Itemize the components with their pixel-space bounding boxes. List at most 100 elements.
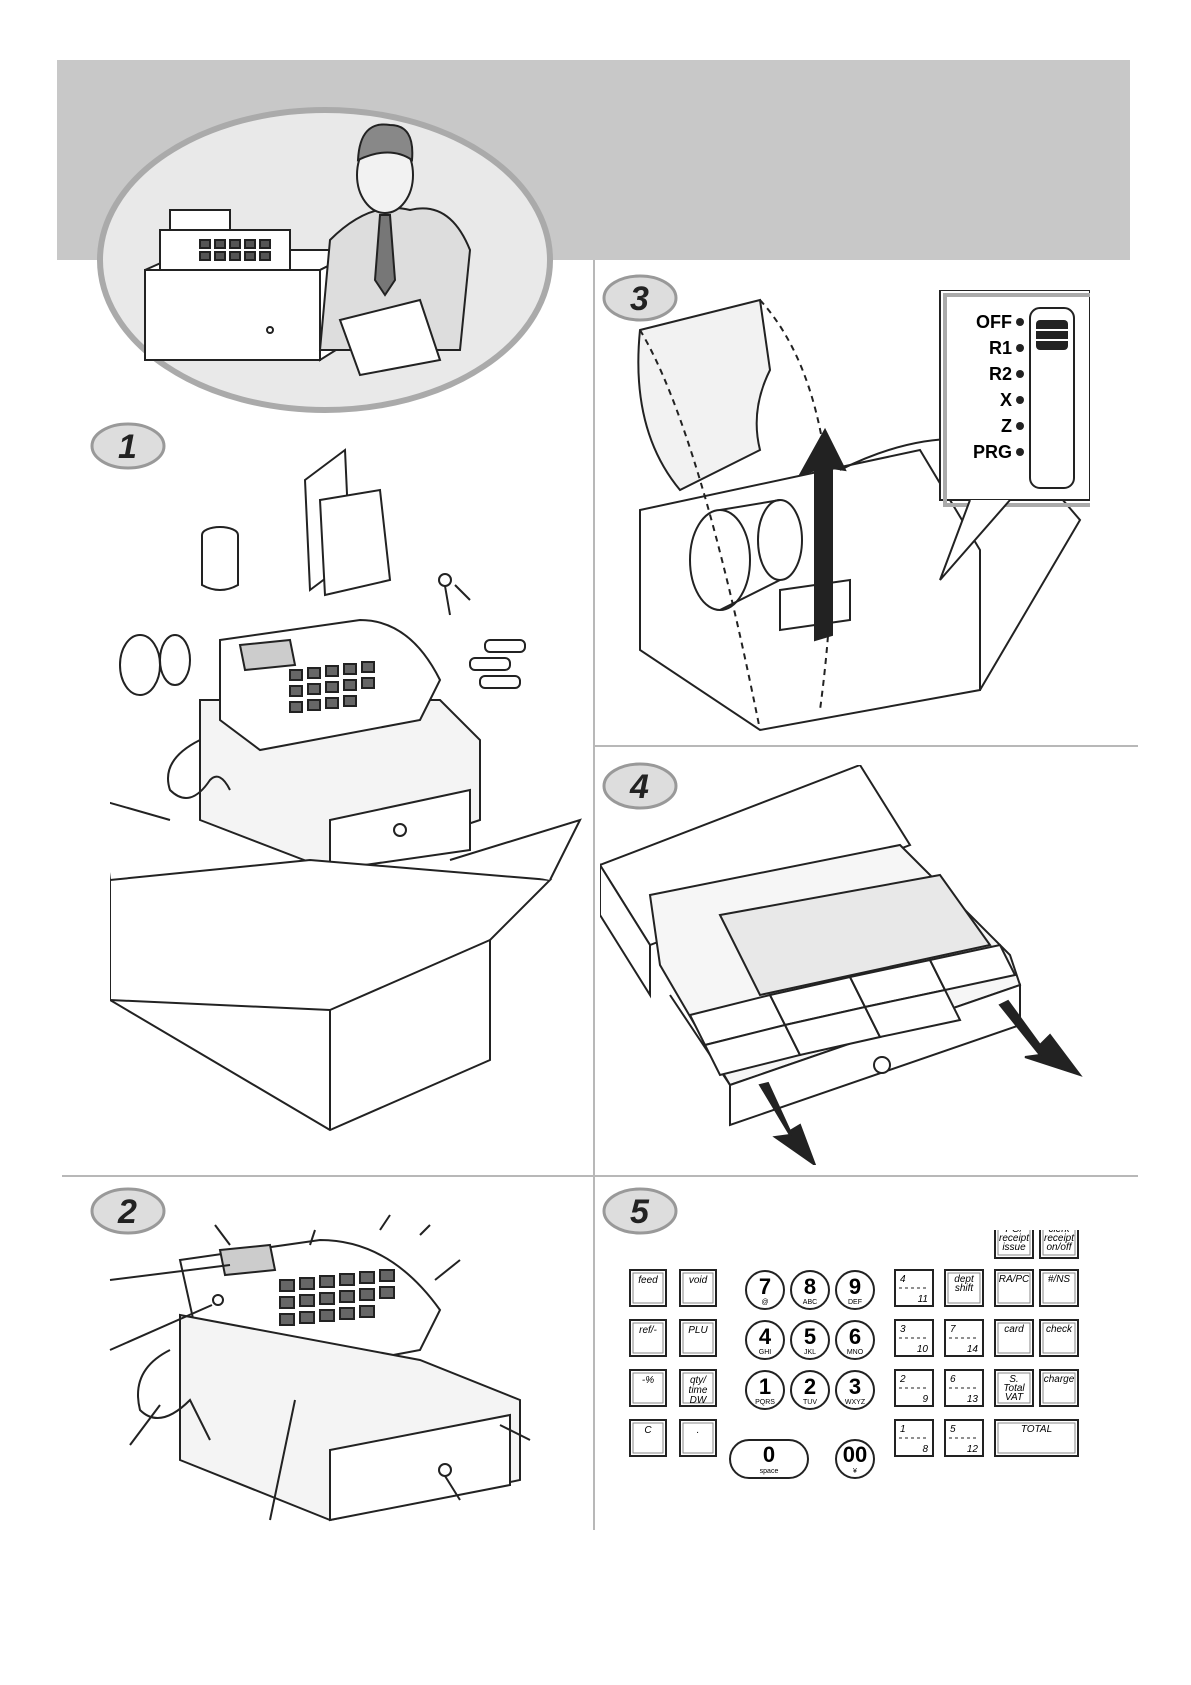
mode-selector-knob [1036,320,1068,350]
digit-label: 1 [759,1374,771,1399]
mode-dot [1016,396,1024,404]
letters-label: DEF [848,1299,862,1306]
dept-key-1[interactable]: 18 [895,1420,933,1456]
fkey-label: VAT [1005,1392,1024,1403]
cash-drawer-illustration [600,765,1100,1165]
mode-dot [1016,422,1024,430]
key-label: -% [642,1375,654,1386]
key-label: void [689,1275,708,1286]
dept-bottom-label: 13 [967,1394,979,1405]
dept-key-3[interactable]: 3 10 [895,1320,933,1356]
digit-label: 9 [849,1274,861,1299]
letters-label: PQRS [755,1399,775,1406]
key-label: C [644,1425,652,1436]
horizontal-divider-top [593,745,1138,747]
key-label: PLU [688,1325,708,1336]
key-7[interactable]: C [630,1420,666,1456]
clerk-key[interactable]: clerkreceipton/off [1040,1230,1078,1258]
dept-top-label: 4 [900,1274,906,1285]
digit-label: 3 [849,1374,861,1399]
digit-label: 7 [759,1274,771,1299]
mode-label-r2: R2 [989,364,1012,384]
horizontal-divider-bottom [62,1175,1138,1177]
batteries-icon [485,640,525,652]
fkey-label: check [1046,1324,1073,1335]
letters-label: ¥ [853,1468,857,1475]
mode-label-x: X [1000,390,1012,410]
key-1[interactable]: feed [630,1270,666,1306]
key-4[interactable]: PLU [680,1320,716,1356]
dept-top-label: 5 [950,1424,956,1435]
key-label: DW [690,1395,708,1406]
letters-label: WXYZ [845,1399,866,1406]
dept-key-6[interactable]: 6 13 [945,1370,983,1406]
fkey-label: issue [1002,1242,1026,1253]
spool-icon [120,635,160,695]
charge-key[interactable]: charge [1040,1370,1078,1406]
dept-bottom-label: 10 [917,1344,929,1355]
digit-label: 6 [849,1324,861,1349]
key-3[interactable]: ref/- [630,1320,666,1356]
digit-label: 00 [843,1442,867,1467]
vertical-divider [593,260,595,1530]
dept-bottom-label: 11 [918,1294,928,1305]
letters-label: ABC [803,1299,817,1306]
dept-key-5[interactable]: 512 [945,1420,983,1456]
dept-key-2[interactable]: 29 [895,1370,933,1406]
digit-label: 4 [759,1324,772,1349]
letters-label: @ [761,1299,768,1306]
numeric-key-7[interactable]: 7@ [746,1271,784,1309]
check-key[interactable]: check [1040,1320,1078,1356]
ns-key[interactable]: #/NS [1040,1270,1078,1306]
key-8[interactable]: . [680,1420,716,1456]
key-label: ref/- [639,1325,657,1336]
digit-label: 2 [804,1374,816,1399]
mode-dot [1016,448,1024,456]
keyboard-layout: feedvoidref/-PLU-%qty/timeDWC. 7@8ABC9DE… [620,1230,1080,1530]
key-5[interactable]: -% [630,1370,666,1406]
key-label: . [697,1425,700,1436]
numeric-key-00[interactable]: 00¥ [836,1440,874,1478]
dept-bottom-label: 9 [922,1394,928,1405]
unboxing-illustration [110,440,590,1160]
key-2[interactable]: void [680,1270,716,1306]
card-key[interactable]: card [995,1320,1033,1356]
register-parts-illustration [100,1200,560,1530]
mode-dot [1016,370,1024,378]
fkey-label: RA/PC [999,1274,1030,1285]
letters-label: TUV [803,1399,817,1406]
dept-top-label: 6 [950,1374,956,1385]
key-label: feed [638,1275,658,1286]
total-key[interactable]: TOTAL [995,1420,1078,1456]
letters-label: JKL [804,1349,816,1356]
fkey-label: shift [955,1283,975,1294]
mode-label-prg: PRG [973,442,1012,462]
dept-key-7[interactable]: 714 [945,1320,983,1356]
ra-pc-key[interactable]: RA/PC [995,1270,1033,1306]
fkey-label: TOTAL [1021,1424,1052,1435]
dept-top-label: 3 [900,1324,906,1335]
fkey-label: card [1004,1324,1024,1335]
intro-illustration [90,100,560,420]
letters-label: space [760,1468,779,1475]
digit-label: 8 [804,1274,816,1299]
mode-dot [1016,344,1024,352]
letters-label: MNO [847,1349,864,1356]
dept-key-4[interactable]: 4 11 [895,1270,933,1306]
mode-label-off: OFF [976,312,1012,332]
digit-label: 5 [804,1324,816,1349]
